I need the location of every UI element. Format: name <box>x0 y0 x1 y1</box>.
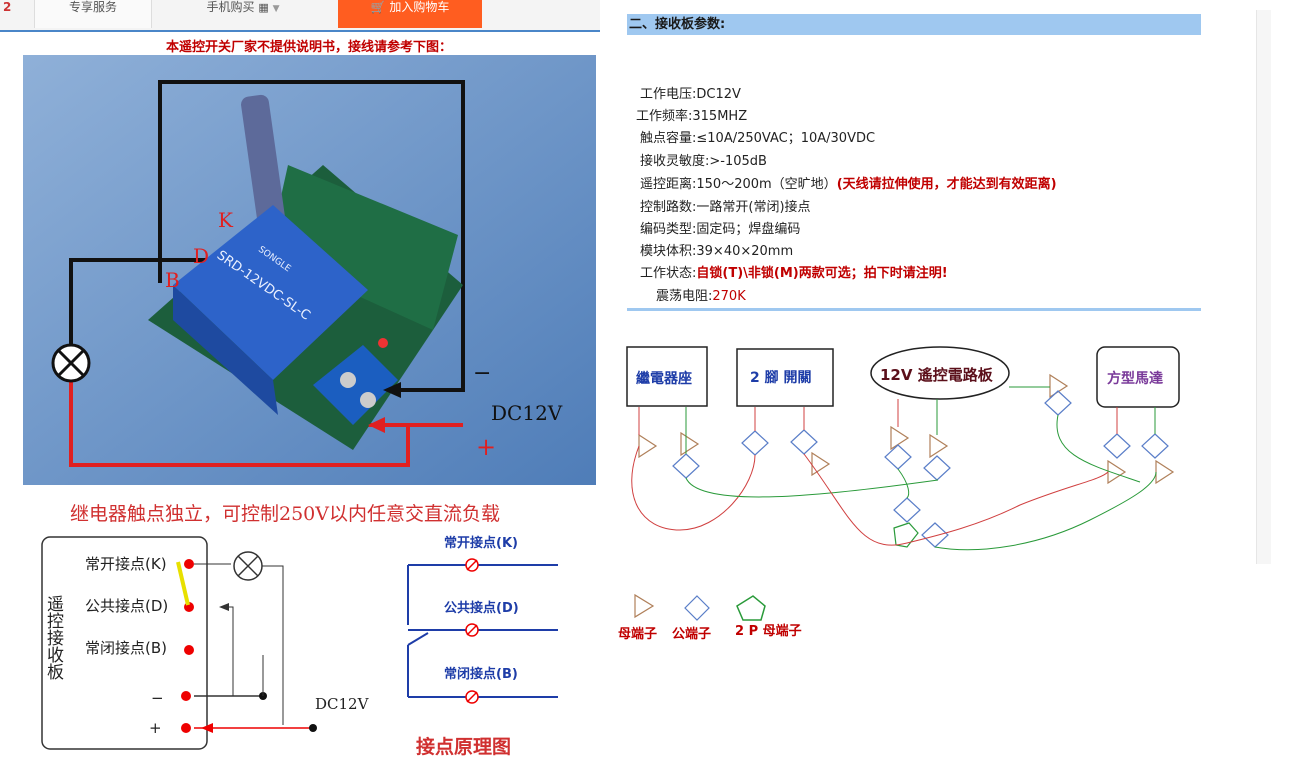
section-divider <box>627 308 1201 311</box>
box-remote-board: 12V 遙控電路板 <box>880 366 994 384</box>
schematic-nc-label: 常闭接点(B) <box>444 666 518 682</box>
distance-note: (天线请拉伸使用，才能达到有效距离) <box>836 177 1057 192</box>
com-contact-label: 公共接点(D) <box>85 597 168 615</box>
schematic-no-label: 常开接点(K) <box>444 535 518 551</box>
right-scroll-edge <box>1256 10 1271 564</box>
schematic-com-label: 公共接点(D) <box>444 600 519 616</box>
size-value: 39×40×20mm <box>696 244 794 259</box>
chevron-down-icon: ▼ <box>272 4 280 14</box>
param-size: 模块体积:39×40×20mm <box>640 241 793 263</box>
add-to-cart-button[interactable]: 🛒 加入购物车 <box>338 0 482 28</box>
oscillator-label: 震荡电阻: <box>656 289 713 304</box>
section-header: 二、接收板参数: <box>627 14 1201 35</box>
label-plus: + <box>476 433 496 461</box>
size-label: 模块体积: <box>640 244 697 259</box>
param-frequency: 工作频率:315MHZ <box>636 106 747 128</box>
state-label: 工作状态: <box>640 266 697 281</box>
label-dc12v: DC12V <box>491 401 563 425</box>
coding-label: 编码类型: <box>640 222 697 237</box>
coding-value: 固定码；焊盘编码 <box>696 222 801 237</box>
female-terminal-icon <box>634 593 655 619</box>
legend-2p-female: 2 P 母端子 <box>735 623 802 639</box>
param-contact: 触点容量:≤10A/250VAC；10A/30VDC <box>640 128 875 150</box>
voltage-label: 工作电压: <box>640 87 697 102</box>
tab-mobile-label: 手机购买 <box>206 0 255 14</box>
2p-female-terminal-icon <box>736 595 766 621</box>
label-minus: − <box>473 361 491 386</box>
male-terminal-icon <box>684 595 710 621</box>
top-tab-bar: 2 专享服务 手机购买 ▦ ▼ 🛒 加入购物车 <box>0 0 600 32</box>
no-contact-label: 常开接点(K) <box>85 555 167 573</box>
dc-label: DC12V <box>315 695 370 713</box>
box-switch: 2 腳 開關 <box>750 370 812 386</box>
param-state: 工作状态:自锁(T)\非锁(M)两款可选；拍下时请注明! <box>640 263 948 285</box>
label-b: B <box>165 268 180 292</box>
wiring-diagram: 繼電器座 2 腳 開關 12V 遙控電路板 方型馬達 <box>626 346 1180 551</box>
relay-caption: 继电器触点独立，可控制250V以内任意交直流负载 <box>70 503 500 525</box>
add-to-cart-label: 加入购物车 <box>389 0 450 14</box>
param-channels: 控制路数:一路常开(常闭)接点 <box>640 197 811 219</box>
label-d: D <box>193 244 209 268</box>
nc-contact-label: 常闭接点(B) <box>85 639 167 657</box>
contact-diagram: 遥控接收板 常开接点(K) 公共接点(D) 常闭接点(B) − + DC12V … <box>41 535 558 758</box>
legend-female: 母端子 <box>618 626 657 642</box>
param-sensitivity: 接收灵敏度:>-105dB <box>640 151 767 173</box>
wiring-notice: 本遥控开关厂家不提供说明书，接线请参考下图： <box>165 40 452 55</box>
label-k: K <box>218 208 234 232</box>
tab-exclusive-service[interactable]: 专享服务 <box>34 0 152 28</box>
param-voltage: 工作电压:DC12V <box>640 84 741 106</box>
state-value: 自锁(T)\非锁(M)两款可选；拍下时请注明! <box>696 266 948 281</box>
legend-male: 公端子 <box>672 626 711 642</box>
param-oscillator: 震荡电阻:270K <box>656 286 746 308</box>
oscillator-value: 270K <box>712 289 746 304</box>
product-photo: SRD-12VDC-SL-C SONGLE K D B − DC12V + <box>23 55 596 485</box>
contact-label: 触点容量: <box>640 131 697 146</box>
box-relay-socket: 繼電器座 <box>636 370 692 387</box>
cart-icon: 🛒 <box>370 0 386 14</box>
channels-label: 控制路数: <box>640 200 697 215</box>
qr-code-icon: ▦ <box>258 1 269 14</box>
plus-label: + <box>149 719 162 737</box>
distance-value: 150～200m（空旷地） <box>696 177 837 192</box>
board-label: 遥控接收板 <box>43 595 64 680</box>
box-motor: 方型馬達 <box>1107 370 1163 387</box>
tab-mobile-buy[interactable]: 手机购买 ▦ ▼ <box>150 0 336 28</box>
connector-legend: 母端子 公端子 2 P 母端子 <box>618 593 802 642</box>
param-coding: 编码类型:固定码；焊盘编码 <box>640 219 800 241</box>
frequency-value: 315MHZ <box>692 109 748 124</box>
frequency-label: 工作频率: <box>636 109 693 124</box>
distance-label: 遥控距离: <box>640 177 697 192</box>
sensitivity-label: 接收灵敏度: <box>640 154 710 169</box>
tab-index: 2 <box>3 0 12 14</box>
channels-value: 一路常开(常闭)接点 <box>696 200 811 215</box>
schematic-title: 接点原理图 <box>416 736 511 758</box>
minus-label: − <box>151 689 164 707</box>
voltage-value: DC12V <box>696 87 741 102</box>
contact-value: ≤10A/250VAC；10A/30VDC <box>696 131 876 146</box>
sensitivity-value: >-105dB <box>709 154 767 169</box>
param-distance: 遥控距离:150～200m（空旷地）(天线请拉伸使用，才能达到有效距离) <box>640 174 1057 196</box>
